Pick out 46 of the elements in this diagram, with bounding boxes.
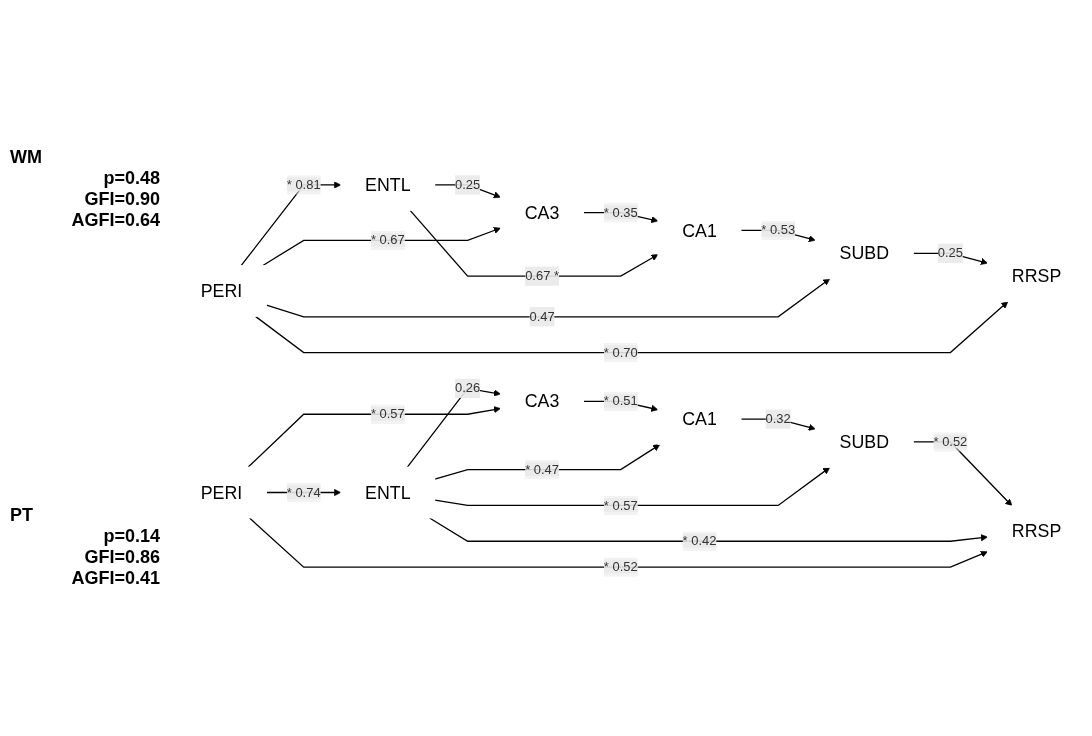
node-text: CA3 [524, 391, 560, 412]
edge-label: * 0.57 [370, 406, 405, 421]
fit-statistic: p=0.48 [102, 168, 160, 189]
edge-label: * 0.67 [370, 232, 405, 247]
edge-label: * 0.35 [603, 205, 638, 219]
edge-label: 0.67 * [525, 268, 559, 283]
node-text: ENTL [365, 482, 411, 503]
node-text: PERI [200, 280, 243, 301]
arrow [262, 226, 501, 266]
node-text: CA3 [524, 202, 560, 223]
edge-label: * 0.51 [603, 393, 638, 408]
fit-statistic: GFI=0.86 [83, 547, 160, 568]
node-text: CA1 [682, 408, 717, 430]
node-text: SUBD [839, 431, 890, 452]
fit-statistic: p=0.14 [102, 526, 160, 547]
edge-label: 0.25 [455, 177, 481, 192]
edge-label: * 0.42 [682, 533, 717, 548]
arrow [254, 301, 1009, 354]
edge-label: * 0.57 [603, 498, 638, 512]
node-text: RRSP [1011, 265, 1062, 287]
node-text: PERI [200, 482, 243, 503]
arrow [428, 517, 988, 542]
edge-label: * 0.81 [286, 177, 321, 192]
arrow [265, 278, 831, 318]
edge-label: 0.25 [937, 245, 963, 260]
edge-label: 0.32 [765, 411, 791, 426]
edge-label: * 0.52 [933, 434, 968, 449]
panel-heading: PT [10, 505, 34, 526]
fit-statistic: AGFI=0.64 [70, 210, 160, 231]
edge-label: * 0.70 [603, 345, 638, 359]
node-text: ENTL [365, 174, 411, 195]
edge-label: * 0.47 [525, 462, 559, 476]
node-text: CA1 [682, 220, 717, 241]
fit-statistic: AGFI=0.41 [70, 568, 160, 589]
arrow [434, 466, 831, 506]
panel-heading: WM [10, 147, 43, 168]
arrow [434, 444, 661, 480]
edge-label: * 0.52 [603, 559, 638, 574]
node-text: SUBD [839, 243, 890, 264]
edge-label: 0.47 [529, 309, 555, 324]
edge-label: * 0.53 [761, 223, 796, 237]
node-text: RRSP [1011, 521, 1062, 542]
edge-label: * 0.74 [286, 485, 321, 499]
fit-statistic: GFI=0.90 [83, 189, 160, 210]
edge-label: 0.26 [455, 380, 481, 395]
arrow [248, 517, 988, 568]
